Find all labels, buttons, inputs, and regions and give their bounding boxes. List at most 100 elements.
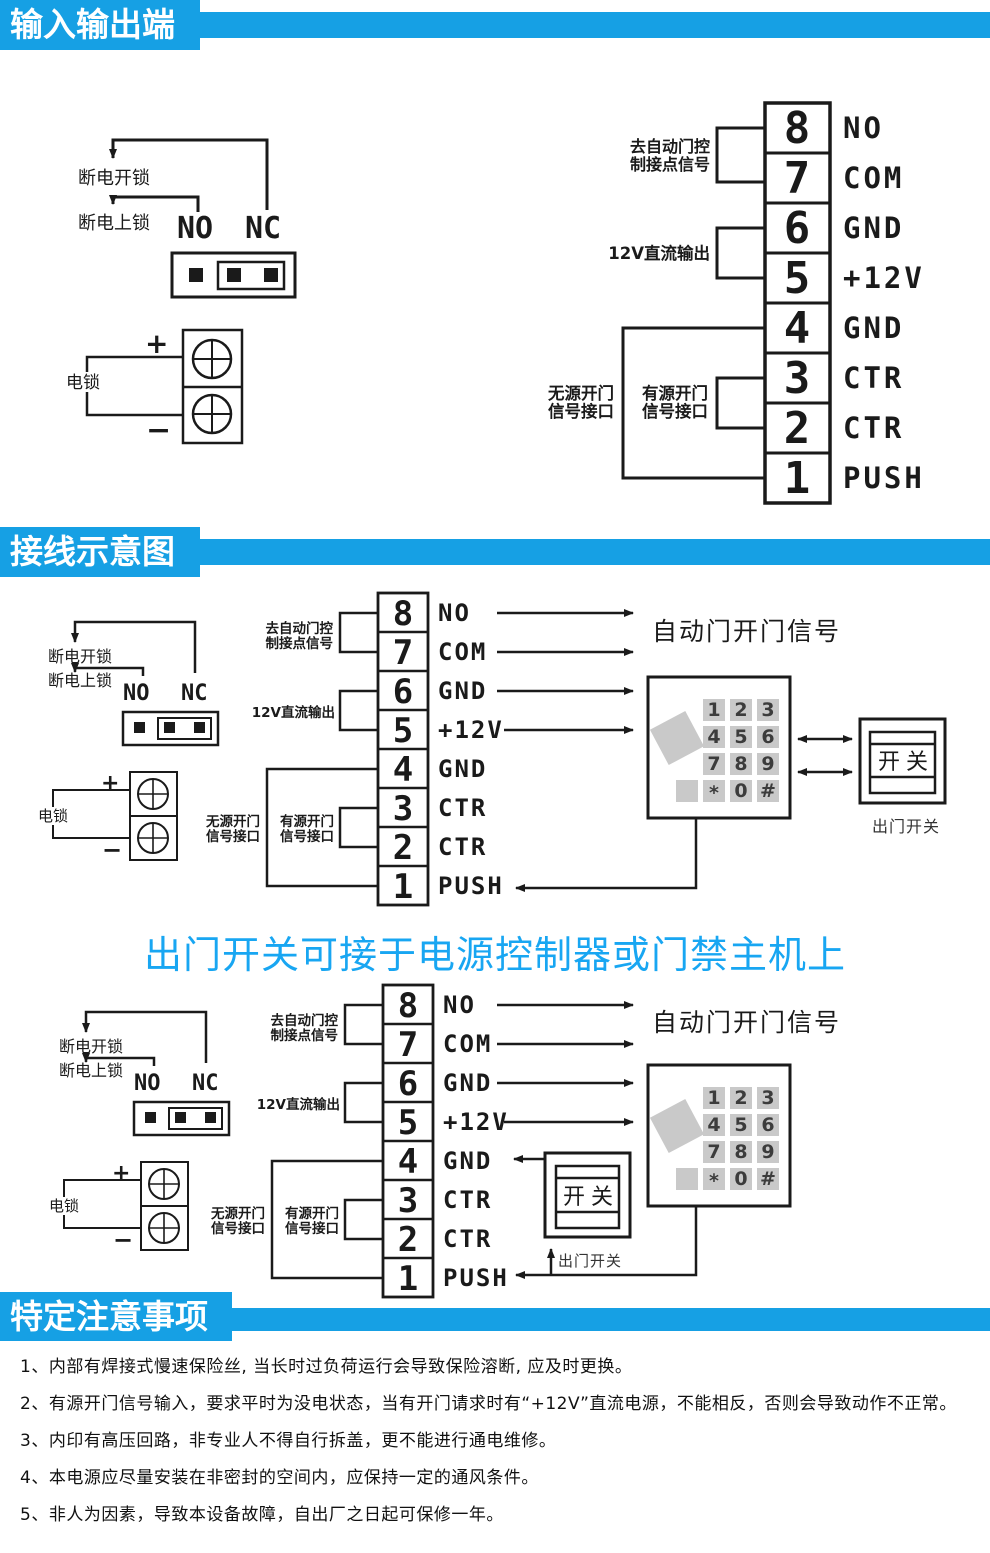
label-no: NO — [134, 1071, 161, 1096]
key-9: 9 — [761, 1141, 774, 1163]
group-passive-2: 信号接口 — [211, 1220, 265, 1237]
group-passive-2: 信号接口 — [206, 828, 260, 845]
key-4: 4 — [707, 1114, 720, 1136]
w1-terminal-strip: 8 7 6 5 4 3 2 1 NO COM GND +12V GND CTR … — [205, 591, 504, 907]
group-auto-door-2: 制接点信号 — [271, 1027, 339, 1044]
group-active-1: 有源开门 — [285, 1205, 339, 1222]
w1-jumper-lock: 断电开锁 断电上锁 NO NC + − 电锁 — [34, 620, 220, 864]
pin-number: 4 — [393, 750, 413, 790]
pin-name: GND — [438, 677, 487, 705]
pin-number: 6 — [784, 203, 811, 254]
label-nc: NC — [181, 681, 208, 706]
key-hash: # — [760, 780, 776, 802]
pin-name: CTR — [438, 794, 487, 822]
key-9: 9 — [761, 753, 774, 775]
w1-keypad: 1 2 3 4 5 6 7 8 9 * 0 # — [646, 675, 792, 820]
w2-connections: 自动门开门信号 — [497, 1001, 839, 1279]
key-0: 0 — [734, 1168, 747, 1190]
group-auto-door-1: 去自动门控 — [271, 1012, 339, 1029]
pin-number: 5 — [398, 1103, 418, 1143]
label-plus: + — [101, 771, 119, 796]
pin-name: +12V — [443, 1108, 509, 1136]
io-terminal-strip: 8 7 6 5 4 3 2 1 NO COM GND +12V GND CTR … — [547, 101, 922, 505]
group-auto-door-1: 去自动门控 — [266, 620, 334, 637]
key-2: 2 — [734, 699, 747, 721]
exit-switch-label: 出门开关 — [558, 1252, 622, 1270]
pin-number: 7 — [784, 153, 811, 204]
blank-key — [676, 780, 698, 802]
pin-number: 5 — [784, 253, 811, 304]
label-power-off-lock: 断电上锁 — [48, 671, 112, 690]
group-auto-door-1: 去自动门控 — [630, 137, 710, 156]
group-active-2: 信号接口 — [285, 1220, 339, 1237]
pin-name: PUSH — [443, 1264, 509, 1292]
w2-jumper-lock: 断电开锁 断电上锁 NO NC + − 电锁 — [45, 1010, 231, 1254]
key-7: 7 — [707, 1141, 720, 1163]
pin-name: NO — [438, 599, 471, 627]
group-active-2: 信号接口 — [642, 401, 708, 421]
switch-label: 开关 — [563, 1185, 619, 1210]
label-power-off-unlock: 断电开锁 — [48, 647, 112, 666]
exit-switch-label: 出门开关 — [872, 817, 940, 836]
header-notes: 特定注意事项 — [0, 1292, 232, 1341]
label-lock: 电锁 — [49, 1197, 79, 1215]
key-6: 6 — [761, 1114, 774, 1136]
group-dc-output: 12V直流输出 — [257, 1096, 340, 1113]
key-star: * — [709, 1170, 719, 1192]
note-item-2: 2、有源开门信号输入，要求平时为没电状态，当有开门请求时有“+12V”直流电源，… — [20, 1394, 957, 1414]
pin-name: GND — [843, 211, 904, 245]
pin-name: GND — [443, 1147, 492, 1175]
pin-number: 8 — [784, 103, 811, 154]
pin-name: +12V — [438, 716, 504, 744]
header-bar-io — [190, 12, 990, 38]
label-power-off-lock: 断电上锁 — [78, 213, 150, 234]
exit-switch-note: 出门开关可接于电源控制器或门禁主机上 — [143, 933, 846, 977]
label-lock: 电锁 — [66, 373, 100, 393]
pin-number: 7 — [398, 1025, 418, 1065]
key-1: 1 — [707, 1087, 720, 1109]
pin-name: GND — [843, 311, 904, 345]
key-5: 5 — [734, 1114, 747, 1136]
io-jumper-diagram: 断电开锁 断电上锁 NO NC — [78, 138, 297, 299]
key-8: 8 — [734, 1141, 747, 1163]
key-7: 7 — [707, 753, 720, 775]
label-nc: NC — [192, 1071, 219, 1096]
pin-number: 7 — [393, 633, 413, 673]
header-bar-diagram — [190, 539, 990, 565]
note-item-5: 5、非人为因素，导致本设备故障，自出厂之日起可保修一年。 — [20, 1505, 504, 1525]
pin-number: 1 — [398, 1259, 418, 1299]
pin-number: 3 — [398, 1181, 418, 1221]
pin-number: 1 — [393, 867, 413, 907]
group-auto-door-2: 制接点信号 — [630, 155, 710, 174]
key-3: 3 — [761, 1087, 774, 1109]
header-bar-notes — [222, 1308, 990, 1331]
label-power-off-unlock: 断电开锁 — [78, 168, 150, 189]
pin-number: 6 — [398, 1064, 418, 1104]
pin-number: 5 — [393, 711, 413, 751]
pin-number: 2 — [398, 1220, 418, 1260]
group-passive-1: 无源开门 — [210, 1205, 265, 1222]
card-icon — [649, 710, 705, 766]
key-star: * — [709, 782, 719, 804]
pin-number: 3 — [393, 789, 413, 829]
notes-list: 1、内部有焊接式慢速保险丝, 当长时过负荷运行会导致保险溶断, 应及时更换。 2… — [20, 1352, 980, 1537]
key-5: 5 — [734, 726, 747, 748]
pin-name: COM — [843, 161, 904, 195]
key-hash: # — [760, 1168, 776, 1190]
note-item-1: 1、内部有焊接式慢速保险丝, 当长时过负荷运行会导致保险溶断, 应及时更换。 — [20, 1357, 633, 1377]
label-minus: − — [146, 413, 171, 448]
w1-connections: 自动门开门信号 — [497, 609, 839, 892]
pin-name: PUSH — [438, 872, 504, 900]
group-passive-2: 信号接口 — [548, 401, 614, 421]
key-1: 1 — [707, 699, 720, 721]
pin-number: 1 — [784, 453, 811, 504]
group-auto-door-2: 制接点信号 — [266, 635, 334, 652]
blank-key — [676, 1168, 698, 1190]
pin-name: GND — [438, 755, 487, 783]
pin-name: CTR — [843, 411, 904, 445]
key-8: 8 — [734, 753, 747, 775]
header-diagram: 接线示意图 — [0, 527, 200, 577]
pin-name: CTR — [843, 361, 904, 395]
group-passive-1: 无源开门 — [547, 383, 614, 403]
